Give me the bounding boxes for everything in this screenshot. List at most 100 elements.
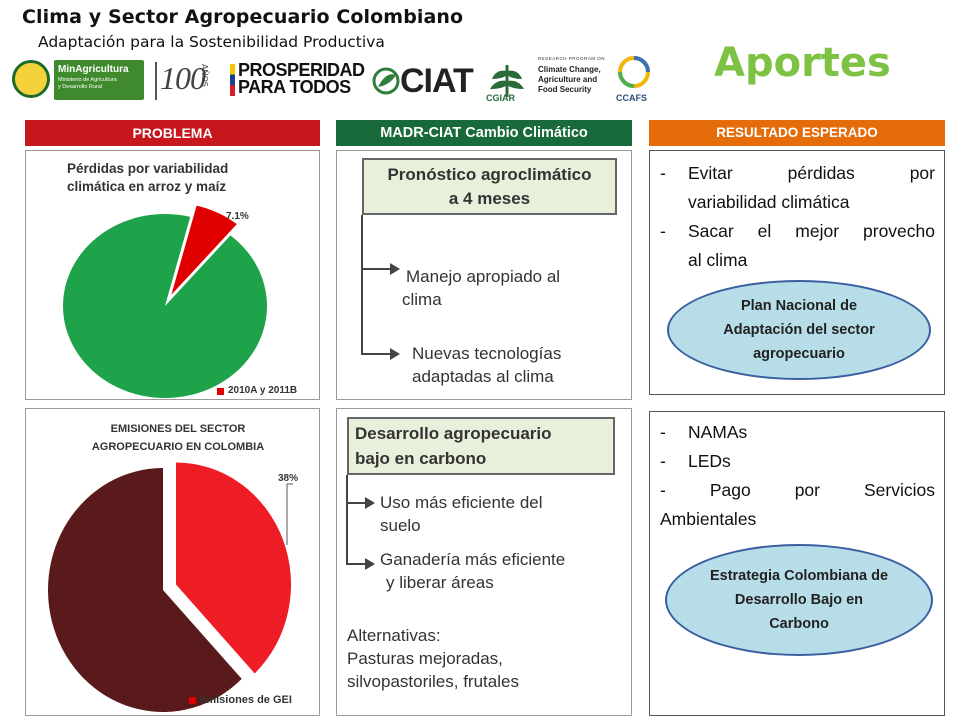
- list-item: - Evitar pérdidas por variabilidad climá…: [660, 159, 935, 217]
- pie-slice-2010a-2011b: [171, 205, 237, 295]
- header-title: Clima y Sector Agropecuario Colombiano: [22, 6, 464, 28]
- alternativas-line-2: Pasturas mejoradas,: [347, 649, 503, 668]
- uso-eficiente: Uso más eficiente del suelo: [380, 491, 543, 537]
- flow-branch-4: [346, 563, 366, 565]
- pronostico-box: Pronóstico agroclimático a 4 meses: [362, 158, 617, 215]
- chart-1-title-line-1: Pérdidas por variabilidad: [67, 161, 229, 176]
- list-item: - NAMAs: [660, 418, 935, 447]
- ciat-logo: CIAT: [400, 62, 474, 100]
- chart-1-title-line-2: climática en arroz y maíz: [67, 179, 227, 194]
- pie-slice-emisiones-gei: [176, 462, 292, 674]
- uso-line-1: Uso más eficiente del: [380, 493, 543, 512]
- flow-branch-3: [346, 502, 366, 504]
- arrow-right-icon: [365, 497, 375, 509]
- pago-line-1: - Pago por Servicios: [660, 480, 935, 500]
- chart-2-title-line-1: EMISIONES DEL SECTOR: [110, 423, 246, 435]
- ganaderia-eficiente: Ganadería más eficiente y liberar áreas: [380, 548, 565, 594]
- ccafs-program-name: Climate Change, Agriculture and Food Sec…: [538, 65, 601, 95]
- logo-divider: [155, 62, 157, 100]
- chart-2-legend-label: Emisiones de GEI: [199, 694, 292, 706]
- chart-2-legend-swatch: [189, 697, 196, 704]
- minagri-name: MinAgricultura: [58, 64, 129, 75]
- prosperidad-line-2: PARA TODOS: [238, 77, 351, 97]
- manejo-line-1: Manejo apropiado al: [406, 267, 561, 286]
- nuevas-line-1: Nuevas tecnologías: [412, 344, 562, 363]
- chart-2-title-line-2: AGROPECUARIO EN COLOMBIA: [91, 441, 265, 453]
- chart-1-title: Pérdidas por variabilidad climática en a…: [67, 160, 228, 196]
- chart-1-legend-swatch: [217, 388, 224, 395]
- oval-2-line-3: Carbono: [769, 616, 829, 632]
- leds-item: LEDs: [688, 451, 731, 471]
- oval-2-line-1: Estrategia Colombiana de: [709, 568, 889, 584]
- pie-chart-losses: [62, 205, 268, 398]
- bullet-1-line-1: Evitar pérdidas por: [688, 163, 935, 183]
- colombia-seal-logo: [12, 60, 50, 98]
- alternativas-line-3: silvopastoriles, frutales: [347, 672, 519, 691]
- desarrollo-box: Desarrollo agropecuario bajo en carbono: [347, 417, 615, 475]
- flow-line-2: [346, 475, 348, 565]
- cgiar-label: CGIAR: [486, 93, 515, 103]
- oval-1-line-2: Adaptación del sector: [723, 322, 875, 338]
- research-program-label: RESEARCH PROGRAM ON: [538, 56, 606, 61]
- flow-branch-1: [361, 268, 391, 270]
- list-item: - LEDs: [660, 447, 935, 476]
- namas-item: NAMAs: [688, 422, 748, 442]
- manejo-line-2: clima: [402, 290, 442, 309]
- pago-line-2: Ambientales: [660, 509, 757, 529]
- madr-header: MADR-CIAT Cambio Climático: [336, 120, 632, 146]
- bullet-1-line-2: variabilidad climática: [688, 192, 850, 212]
- header-subtitle: Adaptación para la Sostenibilidad Produc…: [38, 33, 385, 51]
- list-item: - Sacar el mejor provecho al clima: [660, 217, 935, 275]
- flow-line-1: [361, 215, 363, 355]
- prosperidad-flag: [230, 64, 235, 96]
- pronostico-line-2: a 4 meses: [448, 189, 531, 208]
- alternativas: Alternativas: Pasturas mejoradas, silvop…: [347, 624, 519, 693]
- minagri-sub: Ministerio de Agricultura y Desarrollo R…: [58, 77, 117, 91]
- alternativas-line-1: Alternativas:: [347, 626, 441, 645]
- chart-1-legend-label: 2010A y 2011B: [228, 385, 298, 396]
- hundred-years-logo: 100: [160, 60, 206, 96]
- minagricultura-logo: MinAgricultura Ministerio de Agricultura…: [54, 60, 144, 100]
- resultado-list-2: - NAMAs - LEDs - Pago por Servicios Ambi…: [660, 418, 935, 534]
- arrow-right-icon: [390, 263, 400, 275]
- prosperidad-logo: PROSPERIDAD PARA TODOS: [230, 60, 368, 97]
- anos-label: AÑOS: [200, 64, 209, 87]
- pie-slice-other: [47, 468, 242, 712]
- bullet-2-line-2: al clima: [688, 250, 748, 270]
- ganaderia-line-2: y liberar áreas: [386, 573, 494, 592]
- prosperidad-line-1: PROSPERIDAD: [238, 60, 365, 80]
- resultado-list-1: - Evitar pérdidas por variabilidad climá…: [660, 159, 935, 275]
- cgiar-wheat-icon: [490, 65, 524, 97]
- arrow-right-icon: [390, 348, 400, 360]
- pronostico-line-1: Pronóstico agroclimático: [387, 165, 592, 184]
- desarrollo-line-1: Desarrollo agropecuario: [355, 424, 552, 443]
- ccafs-swirl-icon: [618, 56, 650, 88]
- desarrollo-line-2: bajo en carbono: [355, 449, 487, 468]
- plan-nacional-oval: Plan Nacional de Adaptación del sector a…: [667, 280, 931, 380]
- resultado-header: RESULTADO ESPERADO: [649, 120, 945, 146]
- minagri-sub-1: Ministerio de Agricultura: [58, 77, 117, 83]
- arrow-right-icon: [365, 558, 375, 570]
- oval-1-line-1: Plan Nacional de: [740, 298, 858, 314]
- pie-slice-remaining: [62, 213, 268, 398]
- chart-2-title: EMISIONES DEL SECTOR AGROPECUARIO EN COL…: [83, 420, 273, 456]
- uso-line-2: suelo: [380, 516, 421, 535]
- estrategia-oval: Estrategia Colombiana de Desarrollo Bajo…: [665, 544, 933, 656]
- ganaderia-line-1: Ganadería más eficiente: [380, 550, 566, 569]
- nuevas-tecnologias: Nuevas tecnologías adaptadas al clima: [412, 342, 561, 388]
- page-title: Aportes: [714, 40, 891, 86]
- problema-header: PROBLEMA: [25, 120, 320, 146]
- ccafs-line-3: Food Security: [538, 85, 592, 94]
- ccafs-label: CCAFS: [616, 93, 647, 103]
- chart-1-data-label: 7.1%: [226, 211, 249, 222]
- manejo-apropiado: Manejo apropiado al clima: [402, 265, 561, 311]
- minagri-sub-2: y Desarrollo Rural: [58, 84, 103, 90]
- oval-2-line-2: Desarrollo Bajo en: [734, 592, 864, 608]
- ccafs-line-1: Climate Change,: [538, 65, 601, 74]
- nuevas-line-2: adaptadas al clima: [412, 367, 554, 386]
- bullet-2-line-1: Sacar el mejor provecho: [688, 221, 935, 241]
- flow-branch-2: [361, 353, 391, 355]
- ccafs-line-2: Agriculture and: [538, 75, 598, 84]
- oval-1-line-3: agropecuario: [753, 346, 845, 362]
- pie-chart-emissions: [47, 462, 293, 712]
